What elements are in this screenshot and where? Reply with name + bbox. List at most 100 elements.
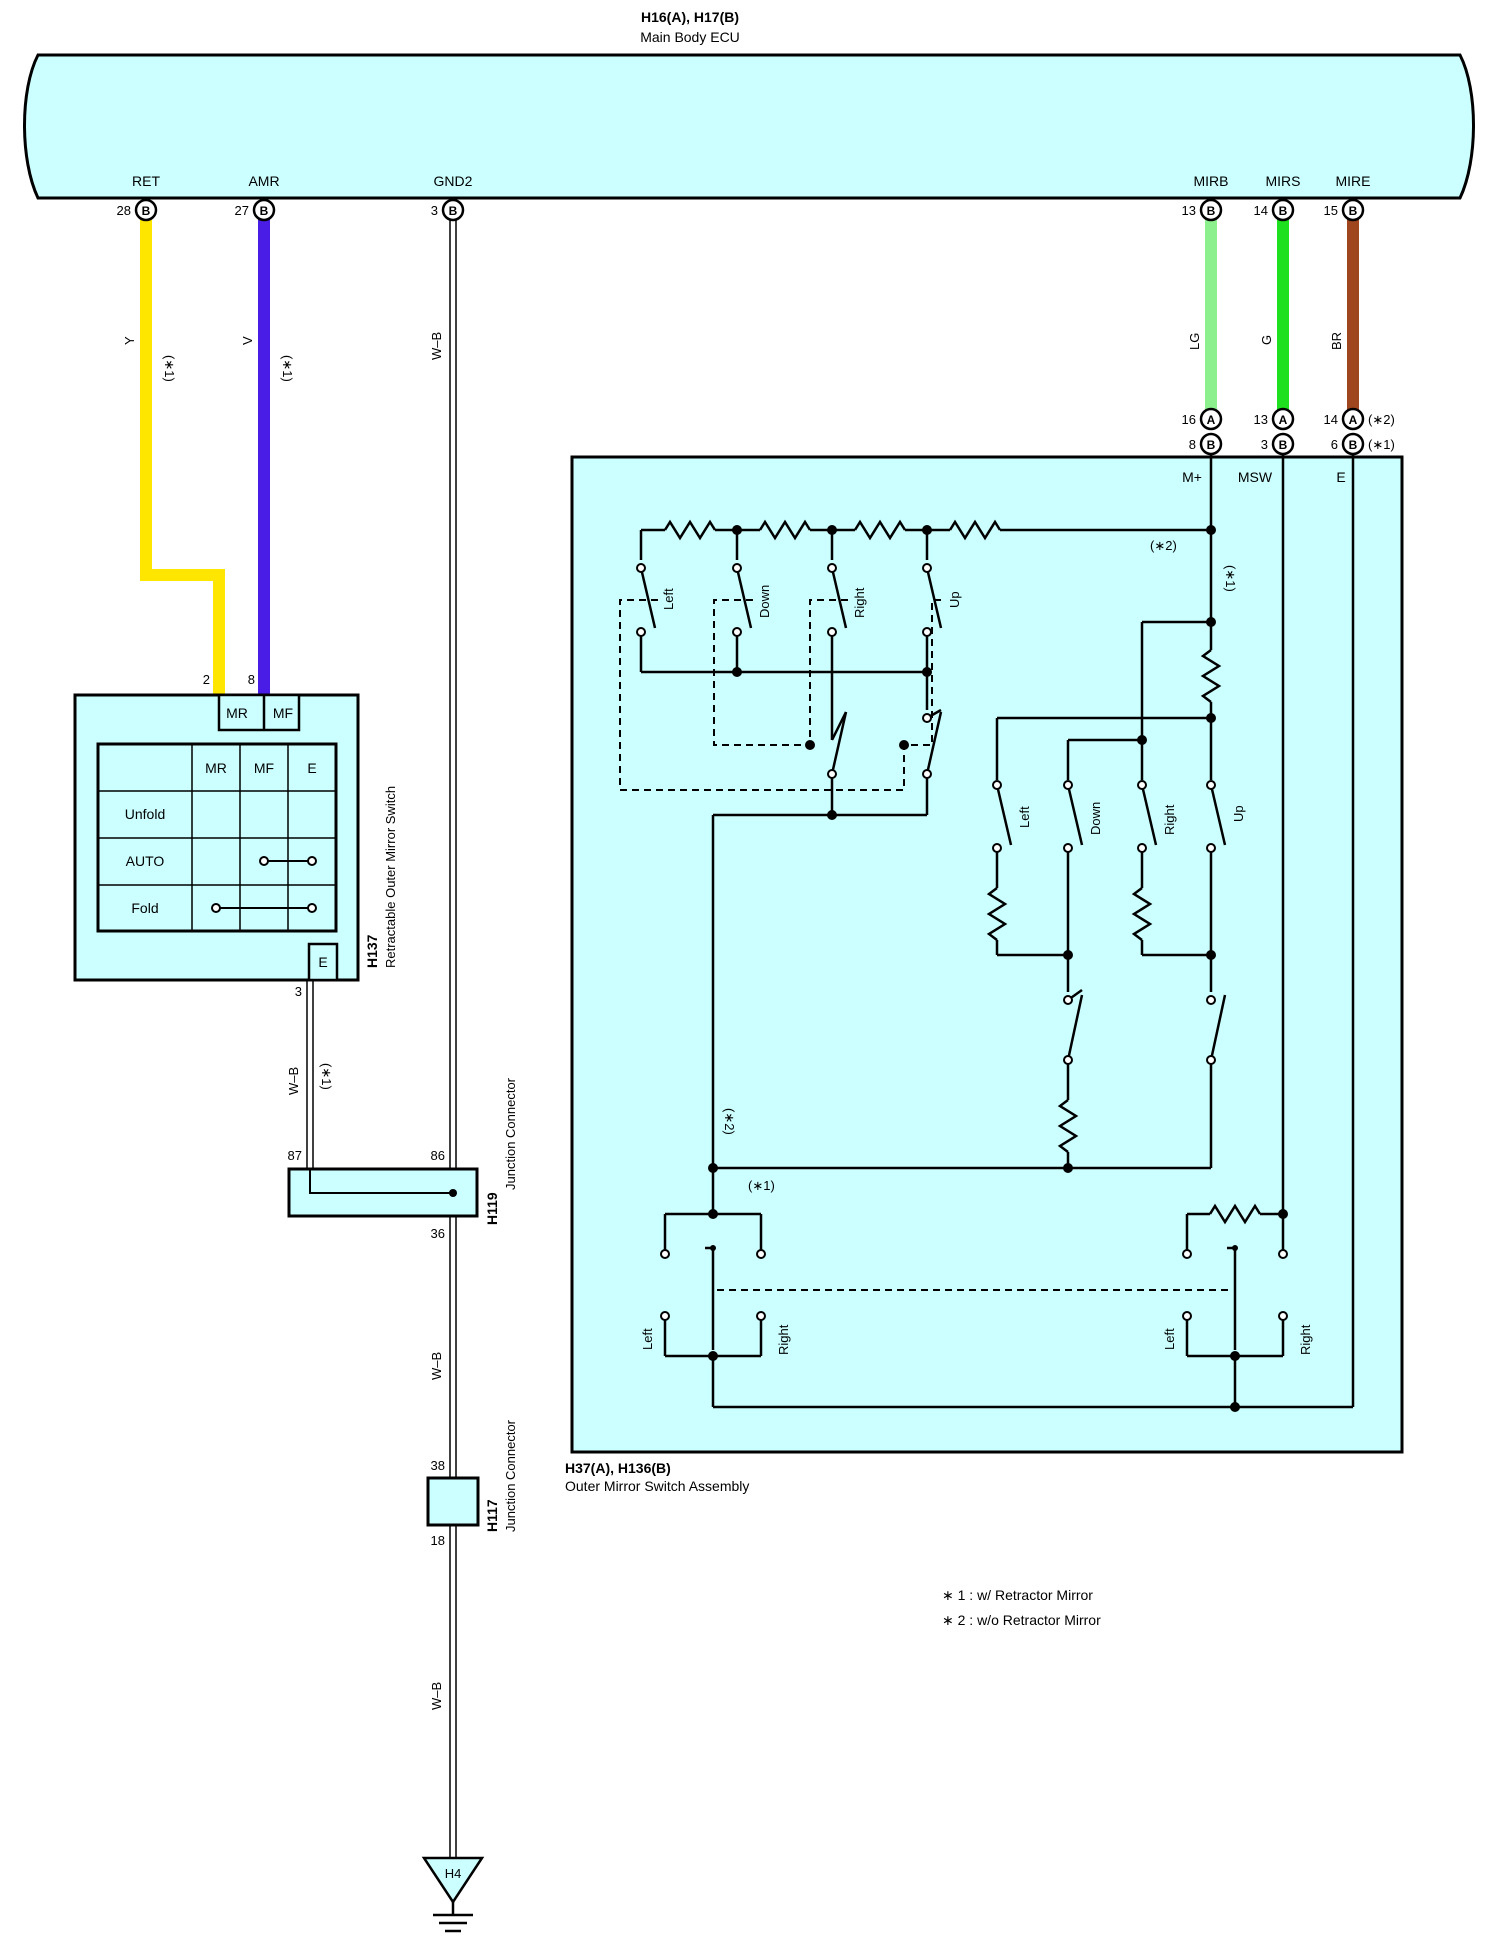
ecu-pins <box>134 198 1365 222</box>
switch-pin-a: 14 <box>1324 412 1338 427</box>
mirror-terminal-msw: MSW <box>1238 469 1273 485</box>
selector-left-left: Left <box>640 1328 655 1350</box>
junction-h119-bridge <box>309 1169 453 1194</box>
mid-switch-right: Right <box>1162 804 1177 835</box>
ecu-pin-conn: B <box>1279 204 1288 218</box>
top-switch-up: Up <box>947 591 962 608</box>
wire-code-mirs: G <box>1259 335 1274 345</box>
ecu-pin-number: 27 <box>235 203 249 218</box>
junction-h117 <box>426 1476 480 1527</box>
wire-note-ret: (∗1) <box>162 355 177 382</box>
table-auto-connection <box>259 856 317 866</box>
ecu-pin-conn: B <box>1207 204 1216 218</box>
retract-label-e: E <box>318 954 327 970</box>
ecu-pin-conn: B <box>260 204 269 218</box>
switch-pin-a: 16 <box>1182 412 1196 427</box>
selector-right-right: Right <box>1298 1324 1313 1355</box>
switch-pin-a: 13 <box>1254 412 1268 427</box>
circuit-note-left: (∗2) <box>722 1108 737 1135</box>
ecu-pin-number: 13 <box>1182 203 1196 218</box>
switch-pin-b: 3 <box>1261 437 1268 452</box>
wire-gnd-w-b <box>449 218 457 1870</box>
wire-note-retract-e: (∗1) <box>319 1063 334 1090</box>
mirror-switch-code: H37(A), H136(B) <box>565 1460 671 1476</box>
h117-name: Junction Connector <box>503 1419 518 1532</box>
ecu-pin-number: 3 <box>431 203 438 218</box>
h119-pin-right: 86 <box>431 1148 445 1163</box>
mirror-terminal-mplus: M+ <box>1182 469 1202 485</box>
ground-symbol <box>421 1856 485 1933</box>
switch-conn-letter-a: A <box>1279 413 1288 427</box>
junction-dots <box>708 525 1288 1412</box>
h119-name: Junction Connector <box>503 1077 518 1190</box>
contact-dots <box>636 563 1288 1321</box>
wire-code-ret: Y <box>122 336 137 345</box>
mirror-switch-circuit <box>639 454 1355 1409</box>
wire-code-mire: BR <box>1329 332 1344 350</box>
ecu-pin-number: 15 <box>1324 203 1338 218</box>
table-header-e: E <box>307 760 316 776</box>
table-fold-connection <box>211 903 317 913</box>
selector-left-right: Right <box>776 1324 791 1355</box>
switch-conn-letter-a: A <box>1207 413 1216 427</box>
retract-switch-code: H137 <box>364 934 380 968</box>
top-switch-right: Right <box>852 587 867 618</box>
wire-ret-yellow <box>140 218 225 695</box>
ecu-pin-number: 28 <box>117 203 131 218</box>
legend-note-2: ∗ 2 : w/o Retractor Mirror <box>942 1612 1101 1628</box>
ecu-pin-conn: B <box>1349 204 1358 218</box>
table-header-mr: MR <box>205 760 227 776</box>
mirror-terminal-e: E <box>1336 469 1345 485</box>
top-switch-left: Left <box>661 588 676 610</box>
h119-pin-bottom: 36 <box>431 1226 445 1241</box>
retract-switch-table: MR MF E Unfold AUTO Fold <box>96 742 338 933</box>
top-switch-down: Down <box>757 585 772 618</box>
circuit-note-right: (∗1) <box>1223 565 1238 592</box>
mirror-switch-body <box>570 455 1404 1454</box>
circuit-note-top: (∗2) <box>1150 538 1177 553</box>
switch-pin-b: 6 <box>1331 437 1338 452</box>
wire-note-amr: (∗1) <box>280 355 295 382</box>
switch-conn-letter-b: B <box>1207 438 1216 452</box>
retract-switch-name: Retractable Outer Mirror Switch <box>383 786 398 968</box>
mirror-switch-name: Outer Mirror Switch Assembly <box>565 1478 749 1494</box>
mid-switch-down: Down <box>1088 802 1103 835</box>
wire-code-retract-e: W–B <box>286 1067 301 1095</box>
retract-label-mr: MR <box>226 705 248 721</box>
ecu-terminal-mirs: MIRS <box>1266 173 1301 189</box>
retract-pin-mf: 8 <box>248 672 255 687</box>
selector-right-left: Left <box>1162 1328 1177 1350</box>
retract-label-mf: MF <box>273 705 293 721</box>
ecu-pin-conn: B <box>449 204 458 218</box>
switch-conn-letter-a: A <box>1349 413 1358 427</box>
ecu-terminal-ret: RET <box>132 173 160 189</box>
retract-switch-e-box <box>307 942 339 982</box>
mirror-switch-linkage <box>619 599 1231 1291</box>
retract-pin-e: 3 <box>295 984 302 999</box>
legend-note-1: ∗ 1 : w/ Retractor Mirror <box>942 1587 1093 1603</box>
switch-conn-note-a: (∗2) <box>1368 412 1395 427</box>
ecu-name: Main Body ECU <box>640 29 740 45</box>
mid-switch-up: Up <box>1231 805 1246 822</box>
mid-switch-left: Left <box>1017 806 1032 828</box>
ecu-terminal-mire: MIRE <box>1336 173 1371 189</box>
h117-pin-top: 38 <box>431 1458 445 1473</box>
ecu-terminal-amr: AMR <box>248 173 279 189</box>
wire-code-gnd: W–B <box>429 332 444 360</box>
table-row-unfold: Unfold <box>125 806 165 822</box>
wire-code-amr: V <box>240 336 255 345</box>
switch-pin-b: 8 <box>1189 437 1196 452</box>
retract-pin-mr: 2 <box>203 672 210 687</box>
ecu-pin-conn: B <box>142 204 151 218</box>
switch-conn-letter-b: B <box>1349 438 1358 452</box>
h119-code: H119 <box>484 1192 500 1225</box>
circuit-note-bottom: (∗1) <box>748 1178 775 1193</box>
wire-code-gnd-low: W–B <box>429 1682 444 1710</box>
table-row-auto: AUTO <box>126 853 165 869</box>
ecu-body <box>23 53 1475 200</box>
wire-code-gnd-mid: W–B <box>429 1352 444 1380</box>
h117-code: H117 <box>484 1499 500 1532</box>
h119-pin-left: 87 <box>288 1148 302 1163</box>
switch-conn-letter-b: B <box>1279 438 1288 452</box>
